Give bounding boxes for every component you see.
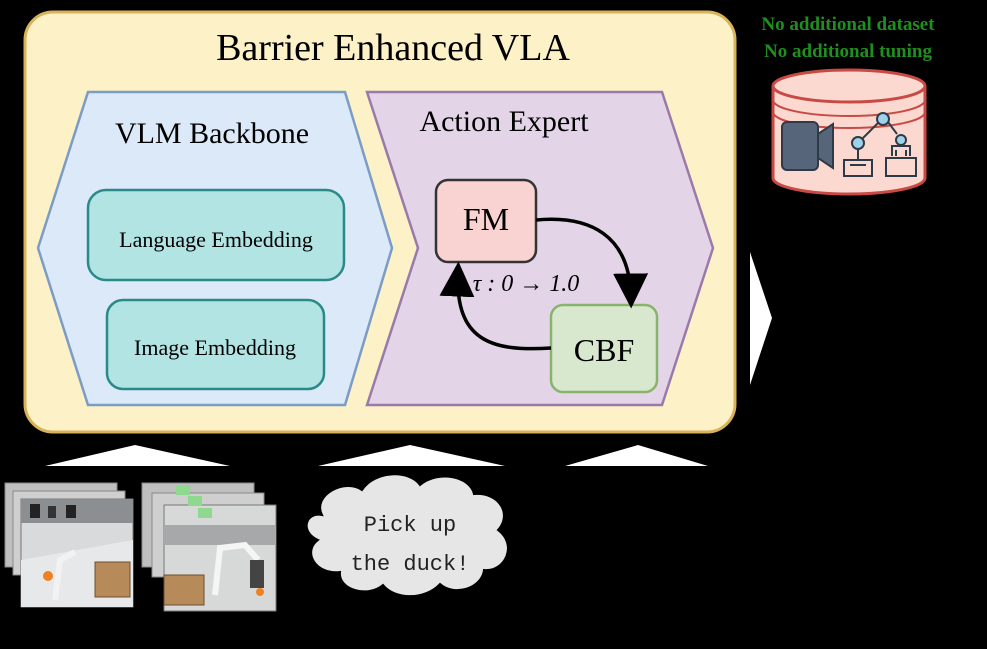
output-arrow — [750, 252, 772, 385]
input-arrow-right — [565, 445, 708, 466]
video-camera-icon — [781, 121, 834, 171]
fm-to-cbf-arrow — [535, 217, 649, 309]
tau-label: τ : 0 → 1.0 — [473, 271, 580, 297]
note-line-2: No additional tuning — [764, 41, 932, 62]
instruction-line-1: Pick up — [364, 513, 456, 538]
action-expert-panel — [365, 90, 715, 407]
camera-frames-2 — [141, 482, 277, 612]
language-embedding-label: Language Embedding — [119, 227, 313, 252]
robot-gripper-icon — [885, 134, 917, 177]
image-embedding-label: Image Embedding — [134, 335, 296, 360]
vlm-backbone-title: VLM Backbone — [115, 117, 309, 150]
fm-label: FM — [463, 201, 509, 237]
cbf-to-fm-arrow — [439, 261, 552, 351]
note-line-1: No additional dataset — [761, 14, 935, 35]
cbf-label: CBF — [574, 332, 634, 368]
vla-title: Barrier Enhanced VLA — [216, 27, 570, 69]
camera-frames-1 — [4, 482, 134, 608]
fm-box — [434, 178, 538, 264]
language-embedding-box — [86, 188, 346, 282]
instruction-line-2: the duck! — [351, 552, 470, 577]
action-expert-title: Action Expert — [419, 105, 589, 138]
image-embedding-box — [105, 298, 326, 391]
robot-arm-icon — [843, 112, 898, 177]
input-arrow-left — [45, 445, 230, 466]
input-arrow-middle — [318, 445, 505, 466]
instruction-cloud — [305, 473, 509, 598]
